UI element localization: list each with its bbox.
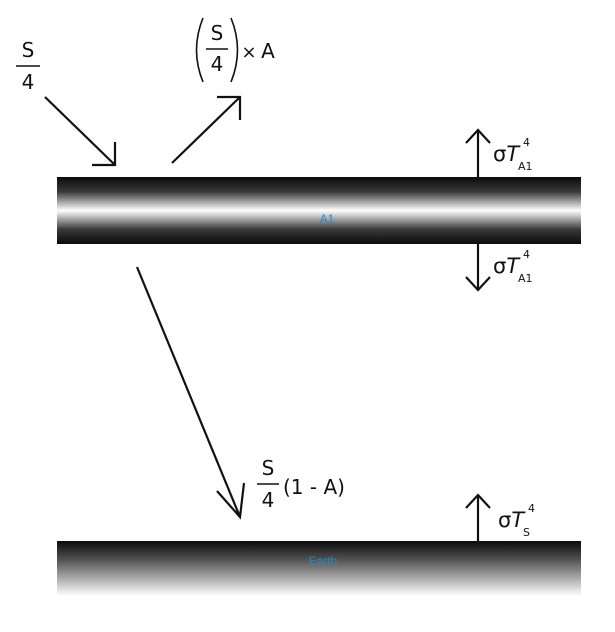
svg-text:σT: σT [498, 508, 526, 532]
reflected-factor: A [261, 39, 275, 63]
svg-text:σT: σT [493, 142, 521, 166]
incoming-label: S 4 [16, 38, 40, 94]
transmitted-label: S 4 (1 - A) [257, 456, 345, 512]
atmosphere-layer: A1 [57, 177, 581, 244]
emission-down-a1-power: 4 [523, 248, 530, 261]
incoming-numerator: S [22, 38, 35, 62]
emission-surface-subscript: S [523, 526, 530, 539]
emission-surface-power: 4 [528, 502, 535, 515]
emission-up-a1-power: 4 [523, 136, 530, 149]
svg-text:σT: σT [493, 254, 521, 278]
transmitted-numerator: S [262, 456, 275, 480]
transmitted-denominator: 4 [262, 488, 275, 512]
emission-up-a1-sigma: σ [493, 142, 506, 166]
reflected-denominator: 4 [211, 52, 224, 76]
reflected-label: S 4 × A [195, 17, 275, 83]
emission-down-a1-subscript: A1 [518, 272, 533, 285]
incoming-arrow [44, 96, 117, 167]
earth-layer-label: Earth [309, 554, 338, 568]
emission-surface-arrow [465, 493, 491, 541]
earth-layer-bar [57, 541, 581, 596]
transmitted-arrow [135, 266, 246, 520]
emission-surface-sigma: σ [498, 508, 511, 532]
emission-up-a1-subscript: A1 [518, 160, 533, 173]
emission-surface-label: σT S 4 [498, 502, 535, 539]
emission-down-a1-arrow [465, 244, 491, 292]
incoming-denominator: 4 [22, 70, 35, 94]
reflected-numerator: S [211, 21, 224, 45]
reflected-arrow [171, 95, 242, 164]
emission-up-a1-label: σT A1 4 [493, 136, 533, 173]
transmitted-factor: (1 - A) [283, 475, 345, 499]
atmosphere-layer-bar [57, 177, 581, 244]
emission-up-a1-T: T [506, 142, 521, 166]
earth-layer: Earth [57, 541, 581, 596]
atmosphere-layer-label: A1 [320, 212, 335, 226]
emission-surface-T: T [511, 508, 526, 532]
reflected-operator: × [241, 42, 256, 63]
emission-down-a1-label: σT A1 4 [493, 248, 533, 285]
emission-up-a1-arrow [465, 128, 491, 177]
emission-down-a1-sigma: σ [493, 254, 506, 278]
emission-down-a1-T: T [506, 254, 521, 278]
